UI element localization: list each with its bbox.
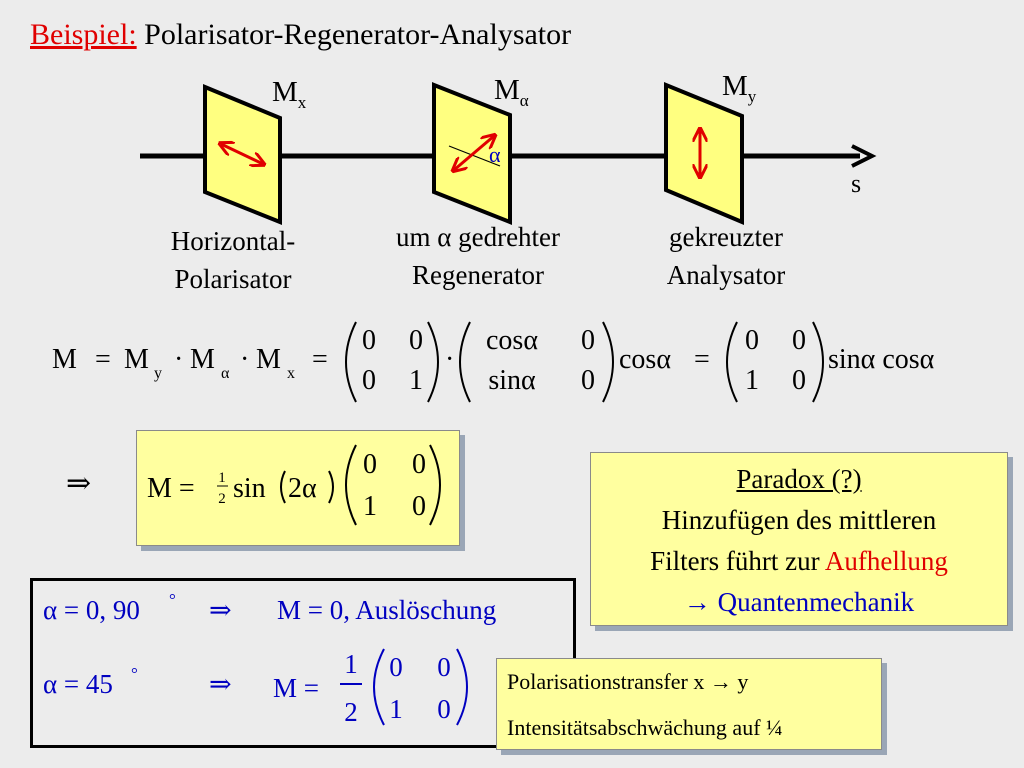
svg-text:2: 2 xyxy=(344,697,358,727)
svg-text:M: M xyxy=(256,344,281,375)
title-keyword: Beispiel: xyxy=(30,18,137,51)
svg-text:0: 0 xyxy=(412,491,426,522)
angle-alpha-label: α xyxy=(489,142,501,167)
svg-text:1: 1 xyxy=(745,365,759,396)
svg-text:·: · xyxy=(445,344,454,375)
svg-text:1: 1 xyxy=(344,649,358,679)
svg-text:0: 0 xyxy=(745,325,759,356)
svg-text:·: · xyxy=(240,344,249,375)
equation-product: M = M y · M α · M x = 0 0 0 1 · cosα 0 s… xyxy=(52,321,935,403)
svg-text:M: M xyxy=(190,344,215,375)
svg-text:1: 1 xyxy=(363,491,377,522)
transfer-box: Polarisationstransfer x → y Intensitätsa… xyxy=(496,658,882,750)
svg-text:0: 0 xyxy=(792,325,806,356)
svg-text:·: · xyxy=(174,344,183,375)
svg-text:0: 0 xyxy=(437,694,451,724)
svg-text:α: α xyxy=(221,365,230,382)
svg-text:0: 0 xyxy=(363,449,377,480)
svg-text:1: 1 xyxy=(218,470,226,486)
svg-text:M =: M = xyxy=(147,473,195,504)
svg-text:α = 0, 90: α = 0, 90 xyxy=(43,595,140,625)
svg-text:α = 45: α = 45 xyxy=(43,669,113,699)
paradox-line4: → Quantenmechanik xyxy=(683,587,915,617)
svg-text:0: 0 xyxy=(581,365,595,396)
svg-text:2α: 2α xyxy=(288,473,317,504)
svg-text:0: 0 xyxy=(409,325,423,356)
beam-arrowhead-icon xyxy=(851,144,877,168)
svg-text:=: = xyxy=(694,344,710,375)
svg-text:=: = xyxy=(95,344,111,375)
slide-title: Beispiel: Polarisator-Regenerator-Analys… xyxy=(30,18,571,52)
transfer-line1: Polarisationstransfer x → y xyxy=(507,669,749,694)
svg-text:⇒: ⇒ xyxy=(209,669,232,699)
paradox-heading: Paradox (?) xyxy=(736,464,862,494)
svg-text:sin: sin xyxy=(233,473,266,504)
result-formula-box: M = 1 2 sin 2α 0 0 1 0 xyxy=(136,430,460,546)
svg-text:M: M xyxy=(124,344,149,375)
svg-text:0: 0 xyxy=(362,325,376,356)
polarization-rotated-icon xyxy=(454,136,494,170)
svg-text:M: M xyxy=(52,344,77,375)
svg-text:°: ° xyxy=(131,664,138,683)
filter-x-symbol: Mx xyxy=(272,76,307,112)
svg-text:°: ° xyxy=(169,590,176,609)
svg-text:⇒: ⇒ xyxy=(209,595,232,625)
filter-alpha-symbol: Mα xyxy=(494,74,529,110)
svg-text:x: x xyxy=(287,365,295,382)
svg-text:0: 0 xyxy=(792,365,806,396)
implies-arrow-icon: ⇒ xyxy=(66,467,92,500)
paradox-box: Paradox (?) Hinzufügen des mittleren Fil… xyxy=(590,452,1008,626)
svg-text:sinα cosα: sinα cosα xyxy=(828,344,935,375)
axis-s-label: s xyxy=(851,169,861,198)
svg-text:1: 1 xyxy=(389,694,403,724)
polarization-horizontal-icon xyxy=(221,144,263,164)
paradox-line3: Filters führt zur Aufhellung xyxy=(650,546,948,576)
svg-text:cosα: cosα xyxy=(619,344,671,375)
paradox-line2: Hinzufügen des mittleren xyxy=(661,505,937,535)
polarizer-diagram: α s xyxy=(140,82,877,226)
svg-text:sinα: sinα xyxy=(488,365,536,396)
svg-text:1: 1 xyxy=(409,365,423,396)
filter-x-caption: Horizontal-Polarisator xyxy=(170,226,296,294)
formula-half-sin: M = 1 2 sin 2α 0 0 1 0 xyxy=(147,444,441,526)
transfer-line2: Intensitätsabschwächung auf ¼ xyxy=(507,715,783,740)
paradox-highlight: Aufhellung xyxy=(824,546,948,576)
svg-text:cosα: cosα xyxy=(486,325,538,356)
results-formulas: α = 0, 90 ° ⇒ M = 0, Auslöschung α = 45 … xyxy=(43,590,496,727)
svg-text:0: 0 xyxy=(389,652,403,682)
svg-text:2: 2 xyxy=(218,491,226,507)
svg-text:=: = xyxy=(312,344,328,375)
svg-text:M = 0, Auslöschung: M = 0, Auslöschung xyxy=(277,595,496,625)
svg-text:0: 0 xyxy=(362,365,376,396)
svg-text:y: y xyxy=(154,365,162,382)
title-text: Polarisator-Regenerator-Analysator xyxy=(144,18,572,51)
filter-y-symbol: My xyxy=(722,70,757,106)
svg-text:0: 0 xyxy=(437,652,451,682)
svg-text:0: 0 xyxy=(412,449,426,480)
svg-text:M =: M = xyxy=(273,673,319,703)
svg-text:0: 0 xyxy=(581,325,595,356)
results-box: α = 0, 90 ° ⇒ M = 0, Auslöschung α = 45 … xyxy=(30,578,576,748)
